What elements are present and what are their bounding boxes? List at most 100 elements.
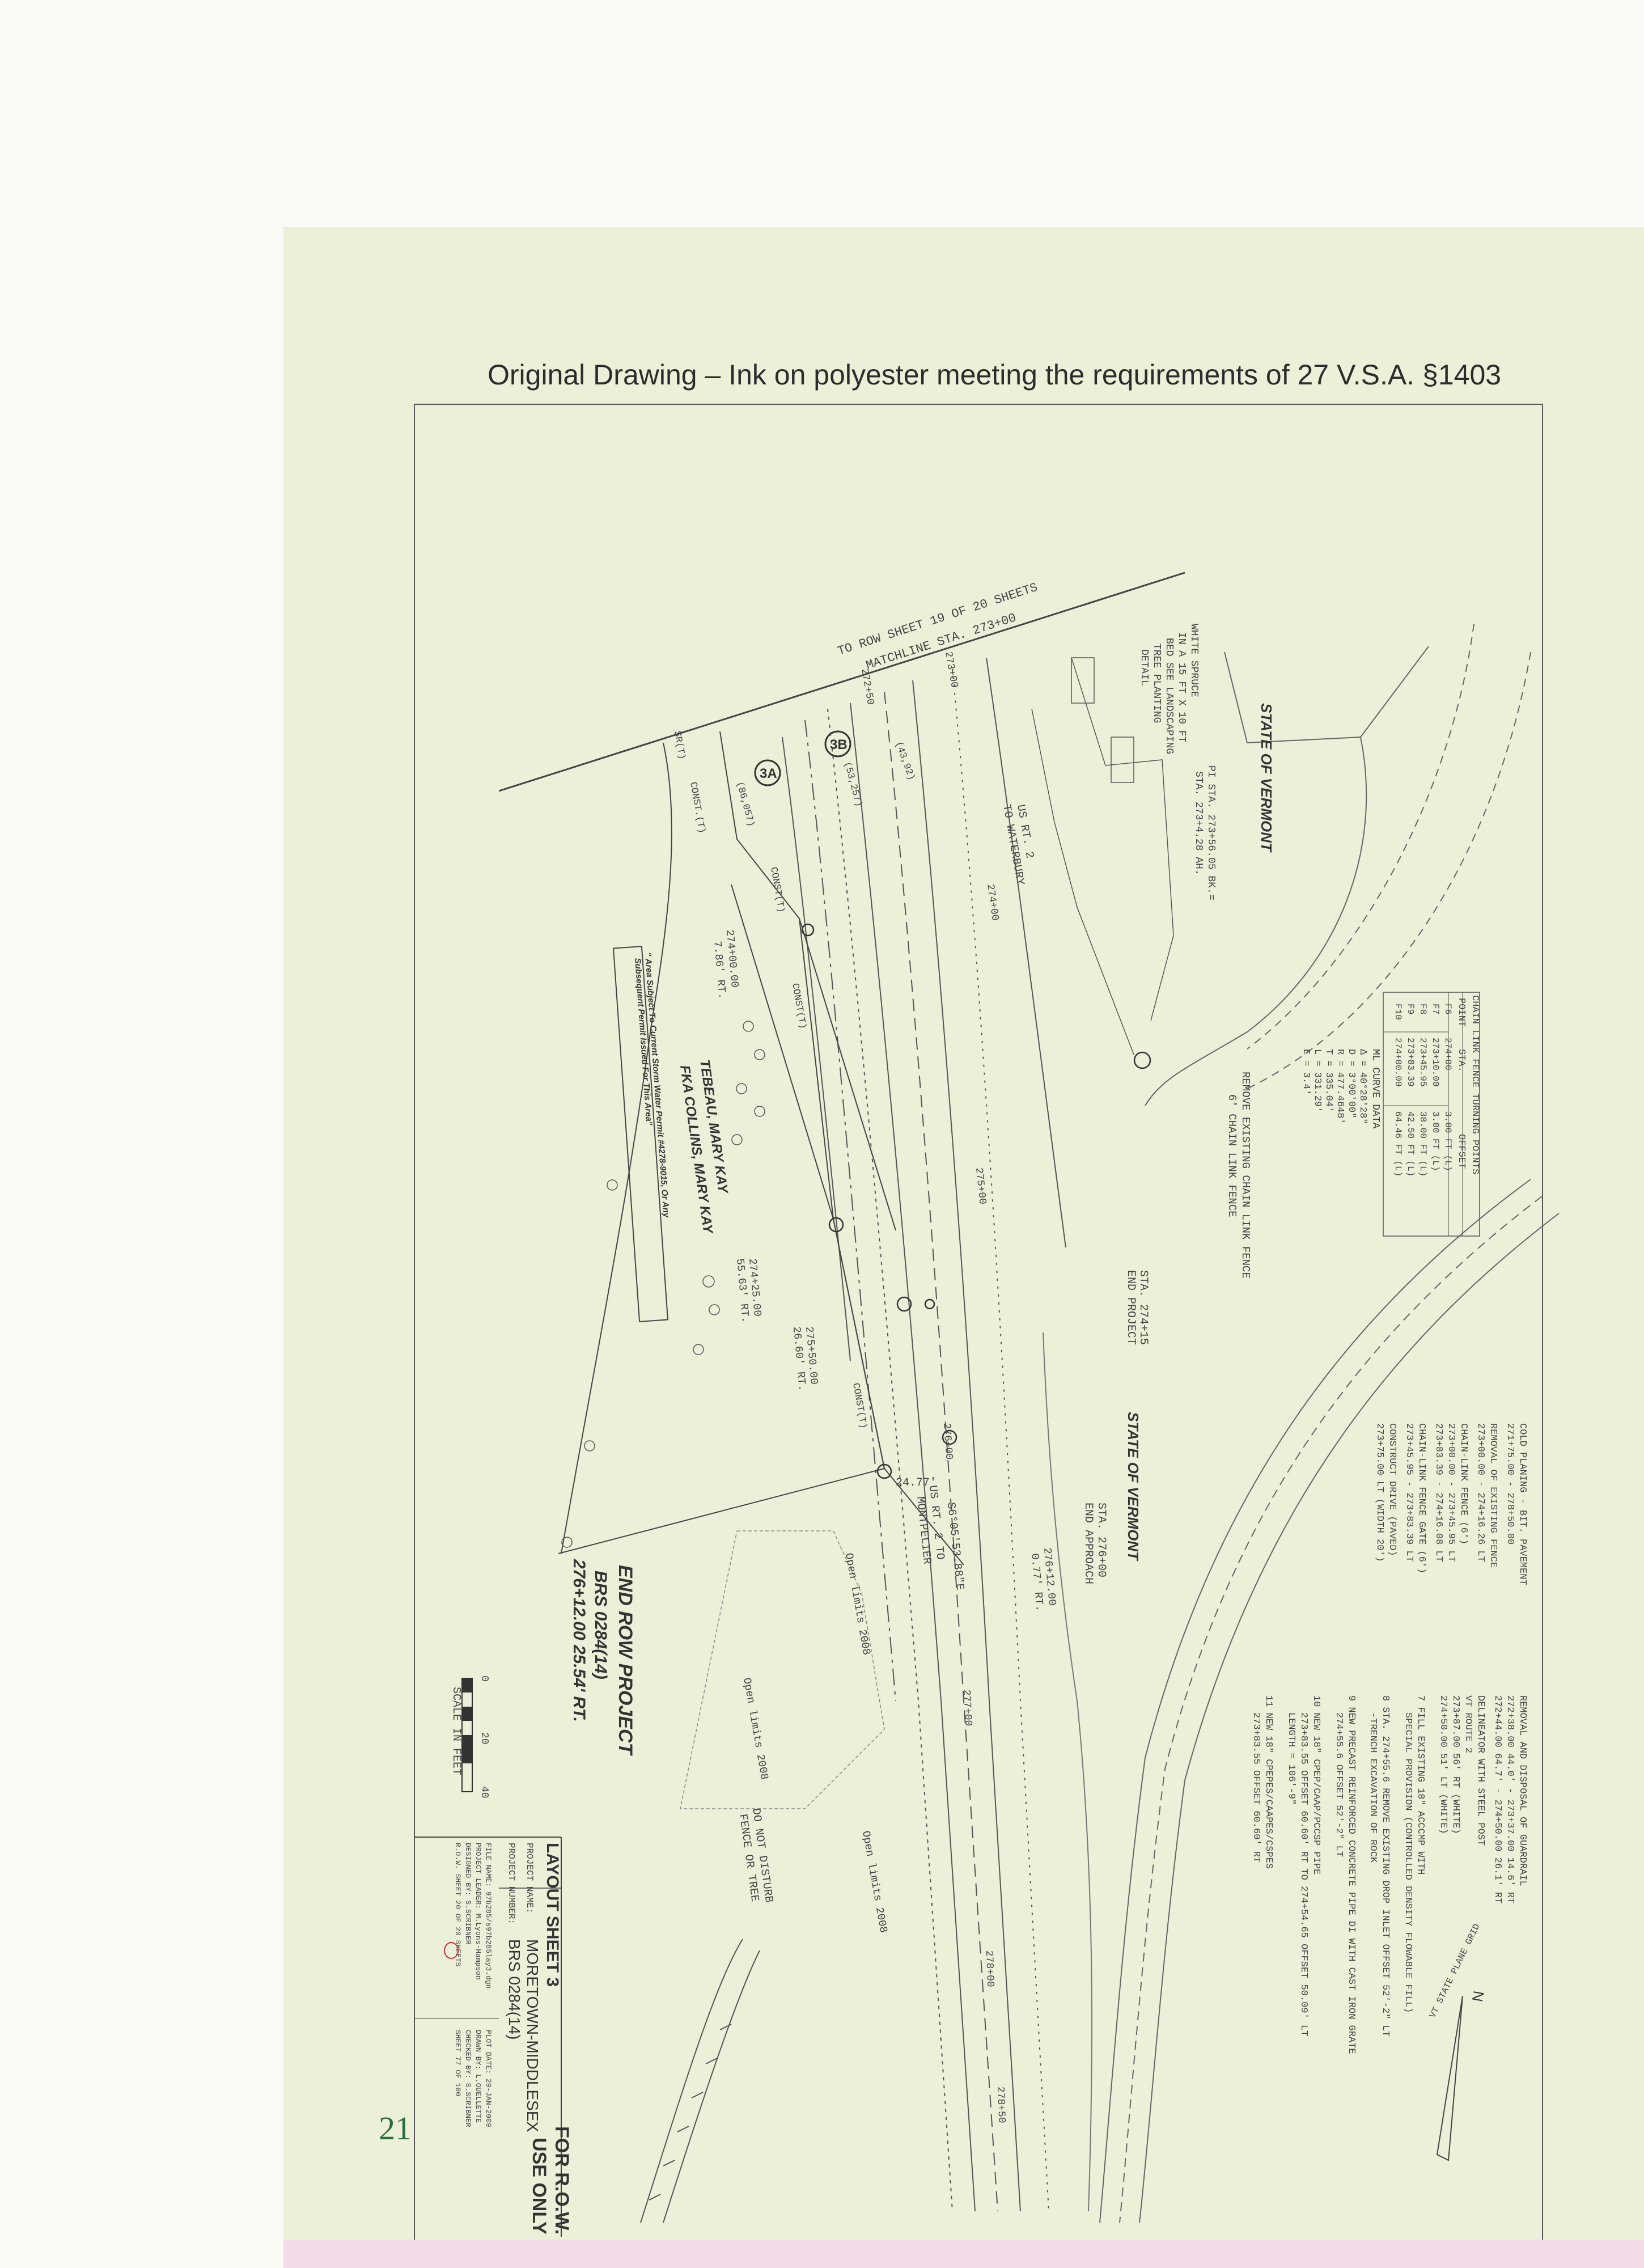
misc-label: SR(T) xyxy=(671,730,687,761)
tree-note-line: IN A 15 FT X 10 FT xyxy=(1176,632,1187,743)
sheet-of-total: SHEET 77 OF 100 xyxy=(454,2030,462,2096)
tree-note-line: BED SEE LANDSCAPING xyxy=(1163,638,1175,754)
pi-note-1: PI STA. 273+56.05 BK.= xyxy=(1205,765,1217,900)
alignment-station: 276+00 xyxy=(940,1423,954,1460)
curved-roadway xyxy=(1043,1179,1560,2223)
note-line: 273+83.55 OFFSET 60.60' RT TO 274+54.65 … xyxy=(1298,1712,1309,2036)
note-line: 9 NEW PRECAST REINFORCED CONCRETE PIPE D… xyxy=(1346,1695,1357,2054)
end-row-project: END ROW PROJECT BRS 0284(14) 276+12.00 2… xyxy=(570,1559,636,1757)
curve-data-line: T = 335.04' xyxy=(1323,1049,1334,1112)
project-number-label: PROJECT NUMBER: xyxy=(506,1843,516,1924)
state-label-2: STATE OF VERMONT xyxy=(1125,1412,1142,1562)
fence-cell: 274+00.00 xyxy=(1393,1038,1403,1086)
note-line: 273+83.39 - 274+16.08 LT xyxy=(1433,1423,1444,1562)
fence-table-title: CHAIN LINK FENCE TURNING POINTS xyxy=(1469,995,1480,1174)
north-arrow: N VT STATE PLANE GRID xyxy=(1427,1922,1488,2161)
curve-data: ML CURVE DATA Δ = 40°28'28" D = 3°00'00"… xyxy=(1300,1049,1381,1129)
alignment-station: 275+00 xyxy=(973,1167,988,1205)
end-project-sta-1: STA. 274+15 xyxy=(1137,1270,1150,1345)
fence-cell: 64.46 FT (L) xyxy=(1393,1111,1403,1177)
state-label-1: STATE OF VERMONT xyxy=(1258,703,1275,853)
red-circle-mark xyxy=(444,1942,459,1959)
fence-cell: F10 xyxy=(1393,1004,1403,1020)
note-line: 273+75.00 LT (WIDTH 20') xyxy=(1374,1423,1385,1562)
fence-table-header: POINT xyxy=(1456,998,1467,1027)
boundary-top-right xyxy=(1145,623,1531,1106)
open-limits-3: Open limits 2008 xyxy=(859,1830,889,1933)
note-line: 8 STA. 274+55.6 REMOVE EXISTING DROP INL… xyxy=(1380,1695,1391,2037)
handwritten-page-number: 21 xyxy=(379,2110,412,2147)
alignment-station: 278+00 xyxy=(983,1950,995,1987)
note-line: SPECIAL PROVISION (CONTROLLED DENSITY FL… xyxy=(1403,1712,1413,2013)
pi-note-2: STA. 273+4.28 AH. xyxy=(1193,771,1204,875)
drawing-header: Original Drawing – Ink on polyester meet… xyxy=(488,359,1502,391)
title-block: LAYOUT SHEET 3 PROJECT NAME: MORETOWN-MI… xyxy=(414,1837,573,2237)
hatched-area xyxy=(640,1939,760,2223)
new-fence-note: 6' CHAIN LINK FENCE xyxy=(1226,1094,1238,1217)
alignment-station: 273+00 xyxy=(942,651,960,689)
scale-tick-40: 40 xyxy=(478,1786,490,1799)
note-line: 271+75.00 - 278+50.00 xyxy=(1505,1423,1515,1545)
note-line: CHAIN-LINK FENCE GATE (6') xyxy=(1416,1423,1427,1573)
fence-cell: 3.00 FT (L) xyxy=(1443,1111,1453,1171)
tree-planting-note: WHITE SPRUCE IN A 15 FT X 10 FT BED SEE … xyxy=(1138,624,1200,754)
fence-cell: 274+00 xyxy=(1443,1038,1453,1070)
note-line: DELINEATOR WITH STEEL POST xyxy=(1475,1695,1486,1846)
fence-table-header: OFFSET xyxy=(1456,1134,1467,1169)
row-sheet-of: R.O.W. SHEET 20 OF 20 SHEETS xyxy=(454,1843,462,1967)
misc-label: (43,92) xyxy=(892,741,916,782)
project-name-label: PROJECT NAME: xyxy=(524,1843,535,1914)
roadway-lines xyxy=(782,657,1066,2212)
misc-label: CONST(T) xyxy=(850,1382,868,1430)
tree-note-line: WHITE SPRUCE xyxy=(1188,624,1200,697)
parcel-balloons: 3A 3B xyxy=(754,730,851,786)
fence-cell: 38.00 FT (L) xyxy=(1418,1111,1428,1177)
designed-by: DESIGNED BY: S.SCRIBNER xyxy=(464,1843,472,1945)
remove-fence-note: REMOVE EXISTING CHAIN LINK FENCE xyxy=(1239,1072,1252,1279)
end-approach-1: STA. 276+00 xyxy=(1095,1503,1108,1577)
alignment-station: 274+00 xyxy=(984,883,1001,921)
fence-cell: 3.00 FT (L) xyxy=(1430,1111,1440,1171)
open-limits-boundary xyxy=(680,1530,885,1809)
fence-cell: F9 xyxy=(1405,1004,1416,1014)
open-limits-2: Open limits 2008 xyxy=(740,1677,770,1780)
misc-label: CONST.(T) xyxy=(687,781,707,835)
row-stamp-1: FOR R.O.W. xyxy=(551,2126,573,2235)
project-leader: PROJECT LEADER: M.Lyons-Hampson xyxy=(474,1843,482,1980)
note-line: 273+83.55 OFFSET 60.60' RT xyxy=(1251,1712,1261,1863)
alignment-station: 277+00 xyxy=(960,1689,973,1727)
file-name: FILE NAME: 97b285/s97b285lay3.dgn xyxy=(484,1843,493,1988)
curve-data-line: L = 331.29' xyxy=(1312,1049,1323,1112)
plot-date: PLOT DATE: 29-JAN-2009 xyxy=(484,2030,493,2127)
chain-link-fence xyxy=(1031,657,1174,1055)
north-arrow-label: VT STATE PLANE GRID xyxy=(1427,1922,1482,2020)
scale-tick-0: 0 xyxy=(478,1675,490,1682)
end-row-line-3: 276+12.00 25.54' RT. xyxy=(570,1559,588,1722)
note-line: 273+00.00 - 274+16.26 LT xyxy=(1475,1423,1486,1562)
misc-label: CONST(T) xyxy=(789,983,808,1030)
note-line: 272+38.00 44.0' - 273+37.00 14.6' RT xyxy=(1505,1695,1515,1903)
project-number: BRS 0284(14) xyxy=(506,1939,523,2039)
fence-cell: F7 xyxy=(1430,1004,1440,1014)
dimension-label: 24.77' xyxy=(896,1476,937,1490)
note-line: LENGTH = 106'-9" xyxy=(1286,1712,1296,1805)
fence-cell: 42.50 FT (L) xyxy=(1405,1111,1416,1177)
fence-cell: F8 xyxy=(1418,1004,1428,1014)
note-line: REMOVAL AND DISPOSAL OF GUARDRAIL xyxy=(1517,1695,1528,1886)
note-line: CONSTRUCT DRIVE (PAVED) xyxy=(1387,1423,1397,1556)
row-stamp-2: USE ONLY xyxy=(528,2138,550,2235)
curve-data-title: ML CURVE DATA xyxy=(1370,1049,1381,1129)
fence-cell: F6 xyxy=(1443,1004,1453,1014)
curve-data-line: E = 3.4' xyxy=(1300,1049,1311,1095)
scale-bar: 0 20 40 SCALE IN FEET xyxy=(450,1675,490,1799)
note-line: 273+45.95 - 273+83.39 LT xyxy=(1404,1423,1414,1562)
end-project-sta-2: END PROJECT xyxy=(1124,1270,1137,1345)
scale-label: SCALE IN FEET xyxy=(450,1687,463,1775)
curve-data-line: R = 477.4648' xyxy=(1334,1049,1345,1124)
note-line: 274+55.6 OFFSET 52'-2" LT xyxy=(1333,1712,1344,1857)
bearing-label: S6°05'53.88"E xyxy=(944,1501,966,1591)
parcel-3b: 3B xyxy=(830,737,848,752)
scan-edge xyxy=(283,2240,1644,2268)
note-line: 11 NEW 18" CPEPES/CAAPES/CSPES xyxy=(1263,1695,1274,1869)
fence-cell: 273+10.00 xyxy=(1430,1038,1440,1086)
